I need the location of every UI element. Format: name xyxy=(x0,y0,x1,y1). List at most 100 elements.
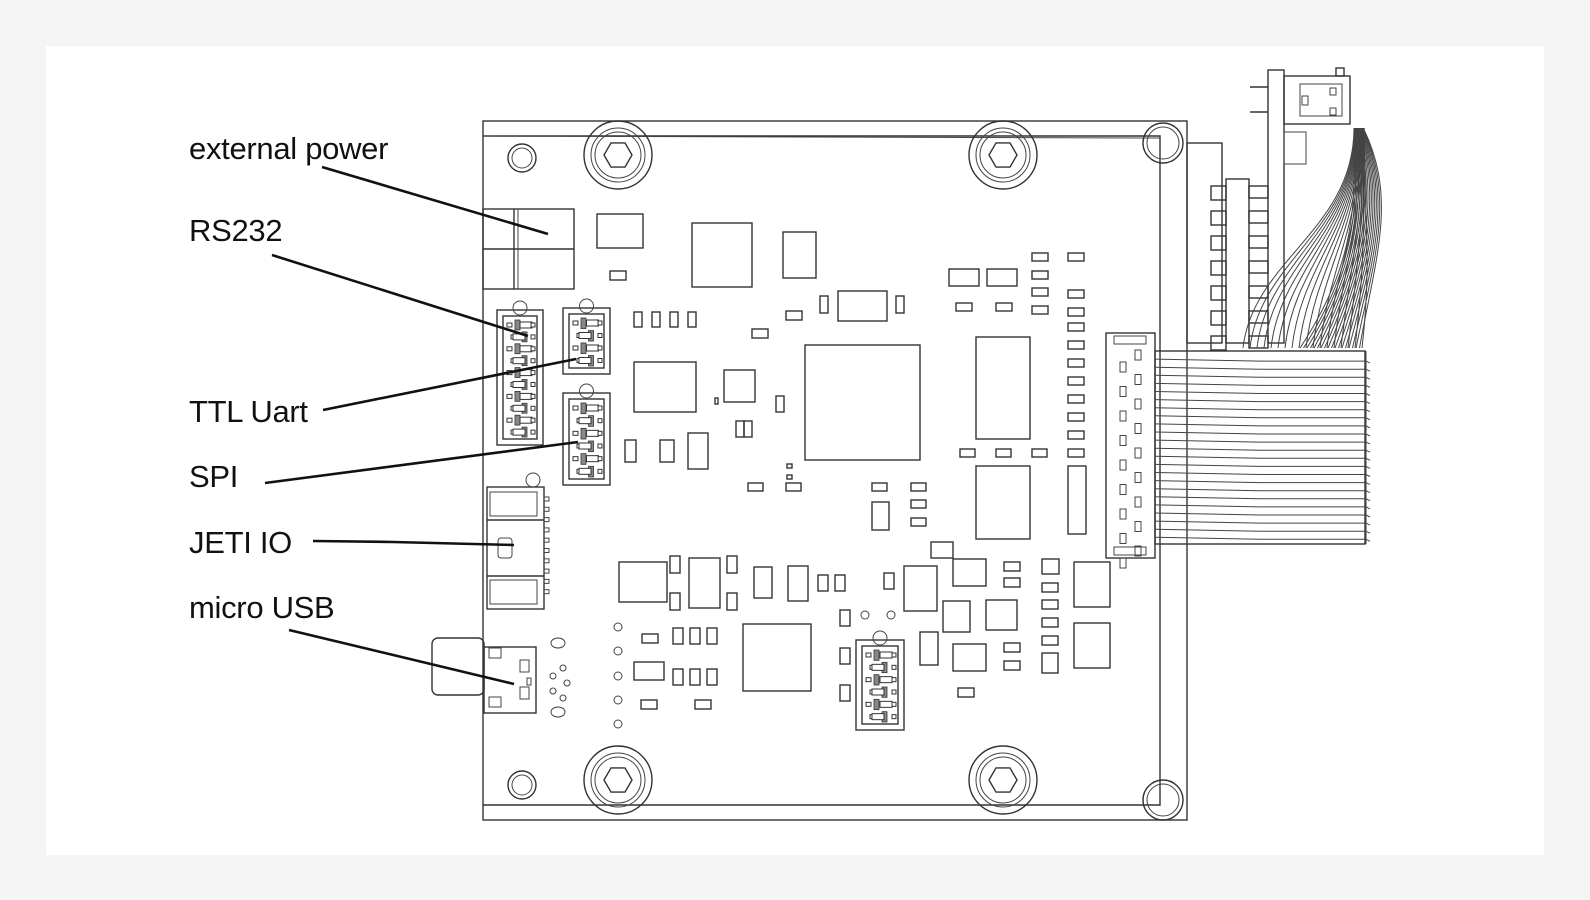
smd-component xyxy=(669,592,681,611)
ttl-uart-header xyxy=(562,298,611,375)
smd-component xyxy=(839,609,851,627)
test-points xyxy=(613,610,896,729)
smd-component xyxy=(743,420,753,438)
ribbon-wire xyxy=(1154,423,1371,429)
external-power-connector xyxy=(482,208,575,290)
smd-component xyxy=(753,566,773,599)
smd-component xyxy=(1041,599,1059,610)
ribbon-cable xyxy=(1154,350,1371,545)
flex-wire xyxy=(1333,127,1363,349)
smd-component xyxy=(624,439,637,463)
smd-component xyxy=(786,463,793,469)
ribbon-wire xyxy=(1154,447,1371,453)
smd-component xyxy=(942,600,971,633)
smd-component xyxy=(1067,322,1085,332)
flex-wire xyxy=(1277,127,1358,349)
ribbon-wire xyxy=(1154,391,1371,396)
flex-wire xyxy=(1354,127,1365,349)
smd-component xyxy=(948,268,980,287)
ribbon-wire xyxy=(1154,536,1371,542)
smd-component xyxy=(687,311,697,328)
ribbon-wire xyxy=(1154,520,1371,526)
ribbon-wire xyxy=(1154,512,1371,518)
smd-component xyxy=(1041,617,1059,628)
ribbon-wire xyxy=(1154,399,1371,405)
rs232-header xyxy=(496,300,544,446)
flex-wire xyxy=(1263,127,1357,349)
smd-component xyxy=(952,643,987,672)
smd-component xyxy=(1031,305,1049,315)
flex-wire xyxy=(1345,129,1376,349)
smd-component xyxy=(1067,465,1087,535)
screw-icon xyxy=(583,745,653,815)
smd-component xyxy=(955,302,973,312)
leader-spi xyxy=(264,440,579,485)
smd-component xyxy=(1041,582,1059,593)
smd-component xyxy=(687,432,709,470)
ribbon-wire xyxy=(1154,415,1371,421)
smd-component xyxy=(986,268,1018,287)
ribbon-wire xyxy=(1154,366,1371,372)
leader-micro-usb xyxy=(288,628,515,686)
smd-component xyxy=(618,561,668,603)
smd-component xyxy=(1031,270,1049,280)
smd-component xyxy=(691,222,753,288)
side-board xyxy=(1186,67,1351,344)
smd-component xyxy=(1041,635,1059,646)
callout-jeti-io: JETI IO xyxy=(189,525,292,560)
smd-component xyxy=(804,344,921,461)
smd-component xyxy=(1067,307,1085,317)
smd-component xyxy=(985,599,1018,631)
spi-header xyxy=(562,383,611,486)
callout-rs232: RS232 xyxy=(189,213,283,248)
jeti-io-pins xyxy=(543,496,550,595)
smd-component xyxy=(883,572,895,590)
smd-component xyxy=(919,631,939,666)
smd-component xyxy=(1041,558,1060,575)
smd-component xyxy=(1003,660,1021,671)
flex-wire xyxy=(1326,127,1362,349)
smd-component xyxy=(975,465,1031,540)
screw-icon xyxy=(968,120,1038,190)
flex-wire xyxy=(1242,127,1355,349)
leader-lines xyxy=(264,165,579,686)
flex-wire xyxy=(1256,127,1356,349)
smd-component xyxy=(689,627,701,645)
smd-component xyxy=(672,668,684,686)
flex-wire xyxy=(1270,127,1357,349)
smd-component xyxy=(651,311,661,328)
smd-component xyxy=(1067,289,1085,299)
board-outline xyxy=(482,120,1188,821)
smd-component xyxy=(694,699,712,710)
smd-component xyxy=(1031,448,1048,458)
ribbon-wire xyxy=(1154,382,1371,388)
smd-component xyxy=(640,699,658,710)
smd-component xyxy=(633,361,697,413)
smd-component xyxy=(957,687,975,698)
smd-component xyxy=(706,668,718,686)
smd-component xyxy=(669,311,679,328)
smd-component xyxy=(1041,652,1059,674)
flex-wire xyxy=(1305,127,1360,349)
smd-component xyxy=(785,310,803,321)
mounting-screws xyxy=(583,120,1038,815)
smd-component xyxy=(1067,358,1085,368)
smd-component xyxy=(706,627,718,645)
flex-wire xyxy=(1338,129,1372,349)
callout-ttl-uart: TTL Uart xyxy=(189,394,308,429)
flex-wire xyxy=(1355,129,1381,349)
smd-component xyxy=(659,439,675,463)
smd-component xyxy=(903,565,938,612)
header-connectors xyxy=(496,298,905,731)
ribbon-connector xyxy=(1105,332,1156,559)
smd-component xyxy=(910,482,927,492)
smd-component xyxy=(1067,394,1085,404)
smd-component xyxy=(609,270,627,281)
smd-component xyxy=(1067,252,1085,262)
smd-component xyxy=(751,328,769,339)
flex-wire xyxy=(1298,127,1360,349)
ribbon-wire xyxy=(1154,439,1371,445)
flex-wire xyxy=(1347,127,1364,349)
ribbon-wire xyxy=(1154,480,1371,486)
